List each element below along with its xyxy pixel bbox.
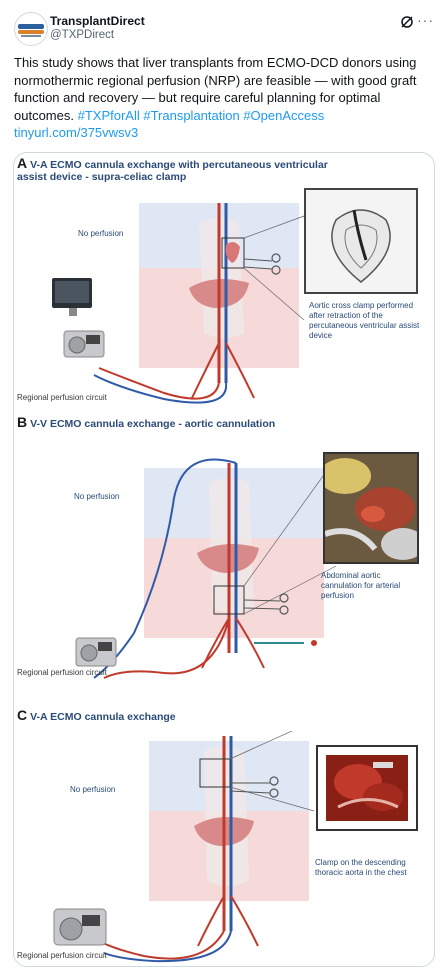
panel-c-chest-photo xyxy=(316,745,418,831)
panel-a-caption: Aortic cross clamp performed after retra… xyxy=(309,301,420,340)
tweet-text: This study shows that liver transplants … xyxy=(14,54,434,142)
panel-b-circuit-label: Regional perfusion circuit xyxy=(17,668,107,677)
author-display-name[interactable]: TransplantDirect xyxy=(50,14,145,28)
panel-b-caption: Abdominal aortic cannulation for arteria… xyxy=(321,571,401,600)
panel-c-diagram xyxy=(53,731,315,963)
panel-a-circuit-label: Regional perfusion circuit xyxy=(17,393,107,402)
panel-a-diagram xyxy=(52,203,305,404)
panel-a-heart-zoom-image xyxy=(304,188,418,294)
more-options-icon[interactable]: ··· xyxy=(417,12,434,28)
panel-b-diagram xyxy=(75,457,337,679)
author-handle[interactable]: @TXPDirect xyxy=(50,29,115,41)
avatar[interactable] xyxy=(14,12,48,46)
tweet-header: TransplantDirect @TXPDirect ··· xyxy=(14,12,434,46)
panel-b-no-perfusion-label: No perfusion xyxy=(74,492,120,501)
panel-c-caption: Clamp on the descending thoracic aorta i… xyxy=(315,858,407,877)
tweet-body: This study shows that liver transplants … xyxy=(14,55,417,123)
tweet-link[interactable]: tinyurl.com/375vwsv3 xyxy=(14,125,139,140)
grok-icon[interactable] xyxy=(400,15,414,29)
panel-b-surgery-photo xyxy=(323,452,419,564)
panel-a-no-perfusion-label: No perfusion xyxy=(78,229,124,238)
tweet-hashtags[interactable]: #TXPforAll #Transplantation #OpenAccess xyxy=(77,107,325,123)
panel-c-circuit-label: Regional perfusion circuit xyxy=(17,951,107,960)
panel-c-no-perfusion-label: No perfusion xyxy=(70,785,116,794)
